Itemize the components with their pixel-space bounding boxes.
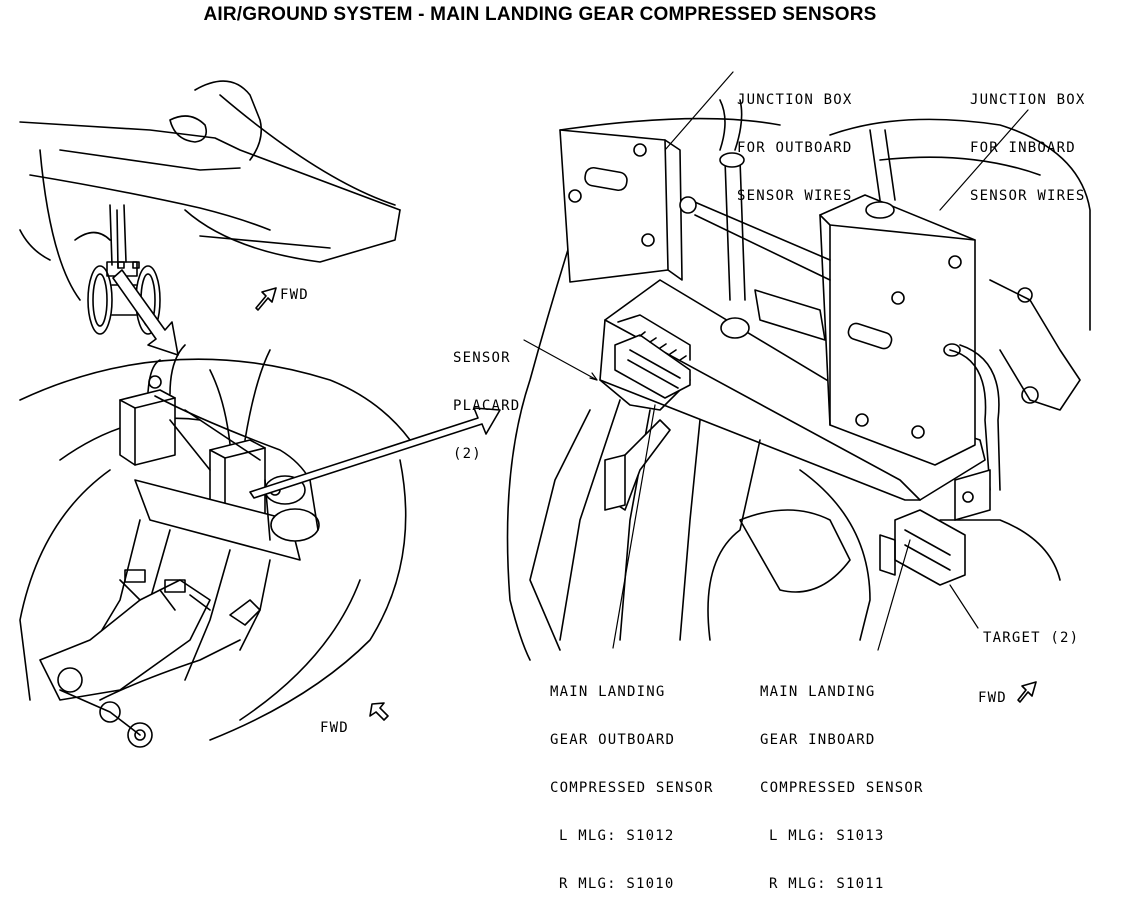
label-line: GEAR INBOARD	[760, 732, 876, 748]
label-line: FOR INBOARD	[970, 140, 1076, 156]
label-line: COMPRESSED SENSOR	[760, 780, 924, 796]
label-inboard-sensor: MAIN LANDING GEAR INBOARD COMPRESSED SEN…	[760, 652, 924, 908]
label-line: GEAR OUTBOARD	[550, 732, 676, 748]
label-line: JUNCTION BOX	[737, 92, 853, 108]
label-line: PLACARD	[453, 398, 521, 414]
label-junction-box-outboard: JUNCTION BOX FOR OUTBOARD SENSOR WIRES	[737, 60, 853, 220]
label-target: TARGET (2)	[983, 630, 1080, 646]
label-line: SENSOR WIRES	[737, 188, 853, 204]
sensor-detail-illustration	[506, 99, 1091, 661]
callout-leaders	[523, 71, 1029, 651]
label-line: FOR OUTBOARD	[737, 140, 853, 156]
label-sensor-placard: SENSOR PLACARD (2)	[453, 318, 520, 478]
fwd-label-right: FWD	[978, 690, 1007, 706]
label-line: SENSOR	[453, 350, 511, 366]
label-line: L MLG: S1012	[559, 828, 675, 844]
page-title: AIR/GROUND SYSTEM - MAIN LANDING GEAR CO…	[203, 4, 877, 25]
label-line: R MLG: S1011	[769, 876, 885, 892]
line-drawing	[19, 71, 1091, 748]
label-junction-box-inboard: JUNCTION BOX FOR INBOARD SENSOR WIRES	[970, 60, 1086, 220]
label-line: MAIN LANDING	[550, 684, 666, 700]
gear-detail-illustration	[19, 344, 411, 748]
label-line: MAIN LANDING	[760, 684, 876, 700]
fwd-arrow-icon	[255, 287, 1037, 721]
label-line: COMPRESSED SENSOR	[550, 780, 714, 796]
fwd-label-top-left: FWD	[280, 287, 309, 303]
label-line: JUNCTION BOX	[970, 92, 1086, 108]
label-line: L MLG: S1013	[769, 828, 885, 844]
label-line: SENSOR WIRES	[970, 188, 1086, 204]
aircraft-overview-illustration	[19, 80, 401, 356]
detail-pointer-arrow	[249, 407, 501, 499]
fwd-label-bottom-left: FWD	[320, 720, 349, 736]
label-line: (2)	[453, 446, 482, 462]
label-outboard-sensor: MAIN LANDING GEAR OUTBOARD COMPRESSED SE…	[550, 652, 714, 908]
label-line: R MLG: S1010	[559, 876, 675, 892]
